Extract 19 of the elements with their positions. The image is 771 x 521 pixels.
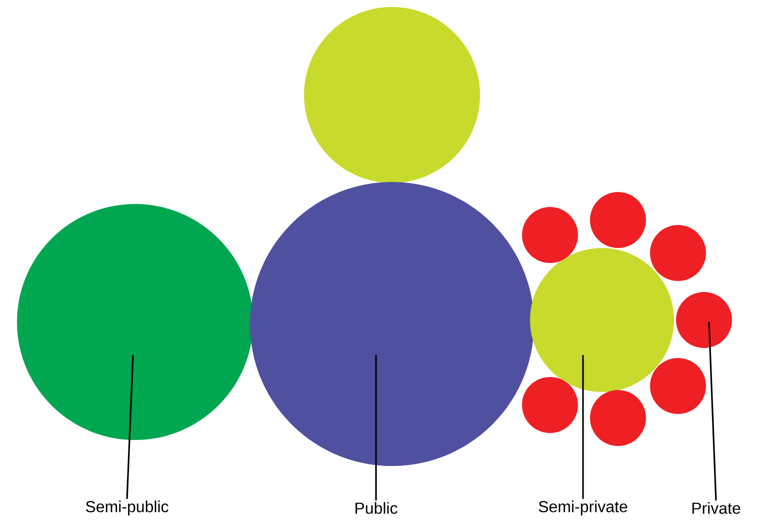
- circle-shape: [522, 207, 578, 263]
- leader-line: [126, 354, 134, 499]
- circle-shape: [530, 248, 674, 392]
- circle-shape: [522, 377, 578, 433]
- leader-line: [375, 355, 377, 501]
- leader-line: [582, 355, 584, 499]
- circle-shape: [650, 358, 706, 414]
- circle-shape: [17, 204, 253, 440]
- label-text: Private: [692, 502, 740, 514]
- label-text: Semi-private: [538, 500, 628, 516]
- circle-shape: [590, 192, 646, 248]
- circle-shape: [304, 7, 480, 183]
- circle-shape: [650, 225, 706, 281]
- circle-shape: [250, 182, 534, 466]
- leader-line: [708, 322, 717, 501]
- label-text: Public: [356, 502, 398, 514]
- label-text: Semi-public: [86, 500, 168, 516]
- circle-shape: [676, 292, 732, 348]
- circle-shape: [590, 390, 646, 446]
